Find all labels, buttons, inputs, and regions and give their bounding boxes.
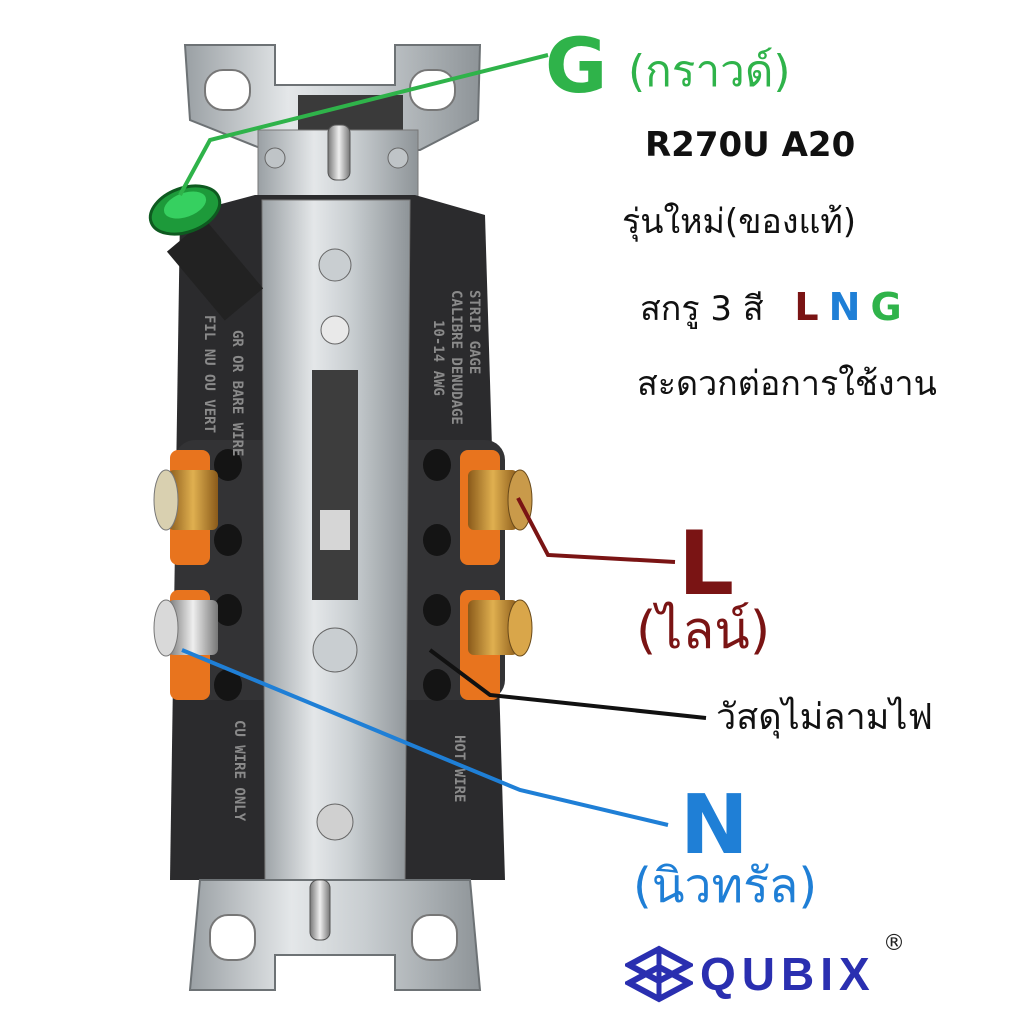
neutral-letter: N	[680, 778, 749, 873]
brand-logo: QUBIX ®	[625, 931, 910, 1005]
line-thai-label: (ไลน์)	[636, 601, 771, 661]
hot-wire-text: HOT WIRE	[451, 735, 467, 802]
fireproof-text: วัสดุไม่ลามไฟ	[716, 697, 934, 738]
calibre-text: CALIBRE DENUDAGE	[448, 290, 464, 425]
bottom-mounting-bracket	[188, 879, 482, 991]
ground-thai-label: (กราวด์)	[628, 46, 791, 97]
line-letter: L	[678, 512, 735, 615]
ground-leader-line	[178, 53, 549, 196]
center-metal-strap	[261, 199, 411, 881]
line-leader-line	[516, 497, 676, 564]
ground-letter: G	[545, 21, 608, 110]
neutral-thai-label: (นิวทรัล)	[633, 858, 818, 914]
fireproof-leader-line	[428, 648, 707, 720]
screws-text: สกรู 3 สี	[640, 289, 764, 329]
vert-text: FIL NU OU VERT	[201, 315, 217, 433]
screw-g-letter: G	[870, 285, 902, 329]
awg-text: 10-14 AWG	[430, 320, 446, 396]
outlet-housing: STRIP GAGE CALIBRE DENUDAGE 10-14 AWG HO…	[153, 195, 533, 880]
convenient-text: สะดวกต่อการใช้งาน	[637, 364, 937, 404]
top-mounting-bracket	[183, 44, 482, 216]
green-ground-screw	[148, 184, 264, 321]
screw-l-letter: L	[794, 285, 819, 329]
cu-wire-text: CU WIRE ONLY	[231, 720, 247, 822]
screw-n-letter: N	[828, 285, 861, 329]
gr-wire-text: GR OR BARE WIRE	[229, 330, 245, 456]
registered-mark: ®	[883, 931, 905, 956]
model-number: R270U A20	[645, 125, 856, 165]
cube-logo-icon	[625, 945, 693, 1003]
new-genuine-text: รุ่นใหม่(ของแท้)	[622, 202, 857, 242]
strip-gage-text: STRIP GAGE	[466, 290, 482, 374]
brand-name: QUBIX	[700, 948, 876, 1000]
neutral-leader-line	[181, 648, 669, 827]
